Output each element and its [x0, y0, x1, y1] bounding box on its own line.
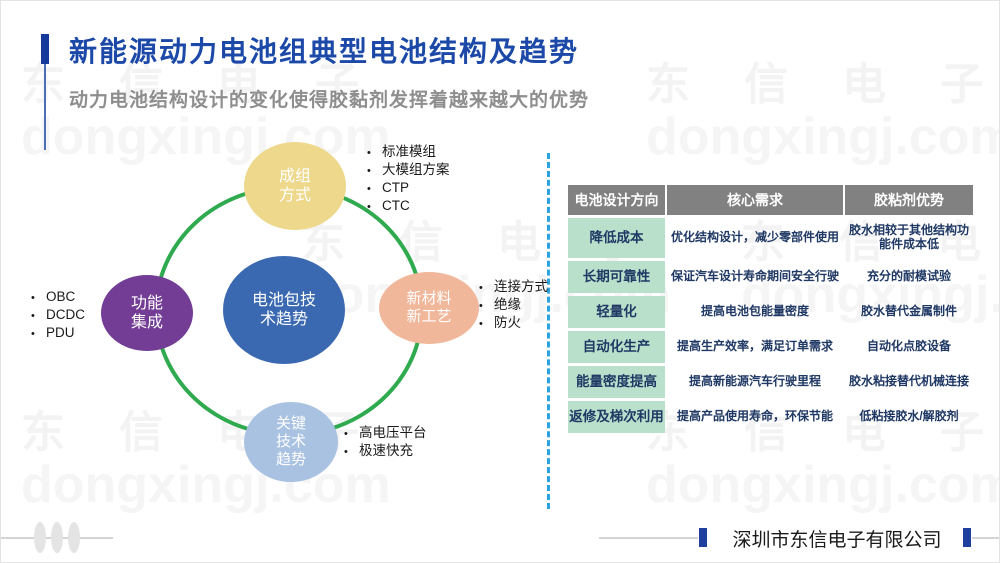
watermark-domain: dongxingj.com [646, 108, 1000, 166]
list-item-label: 大模组方案 [382, 162, 450, 177]
bullet-icon: • [31, 310, 35, 322]
list-item: • CTC [367, 198, 450, 215]
bullet-icon: • [367, 165, 371, 177]
page-title: 新能源动力电池组典型电池结构及趋势 [69, 36, 580, 67]
company-name: 深圳市东信电子有限公司 [732, 530, 942, 551]
list-item-label: 极速快充 [359, 443, 413, 458]
table-cell: 充分的耐模试验 [866, 269, 951, 284]
bullet-icon: • [344, 446, 348, 458]
adhesive-advantage-table: 电池设计方向 核心需求 胶粘剂优势 降低成本 优化结构设计，减少零部件使用 胶水… [568, 185, 973, 433]
footer-line-right [972, 537, 999, 539]
list-item-label: CTP [382, 180, 409, 195]
bullet-list-grouping: • 标准模组 • 大模组方案 • CTP • CTC [367, 144, 450, 215]
node-new-materials-process: 新材料 新工艺 [379, 272, 479, 344]
bullet-list-function: • OBC • DCDC • PDU [31, 289, 85, 342]
watermark-domain: dongxingj.com [21, 456, 391, 514]
table-cell: 提高新能源汽车行驶里程 [688, 374, 821, 389]
footer-ellipse-decoration [34, 522, 46, 553]
node-battery-pack-tech-trend: 电池包技 术趋势 [223, 256, 345, 364]
table-cell: 自动化点胶设备 [866, 339, 951, 354]
list-item-label: 高电压平台 [359, 425, 427, 440]
node-function-integration: 功能 集成 [101, 275, 193, 351]
table-header-adhesive-advantage: 胶粘剂优势 [845, 185, 973, 215]
table-cell: 胶水替代金属制件 [860, 304, 957, 319]
list-item-label: PDU [46, 325, 75, 340]
list-item-label: 标准模组 [382, 144, 436, 159]
watermark-domain: dongxingj.com [646, 456, 1000, 514]
table-cell: 保证汽车设计寿命期间安全行驶 [670, 269, 839, 284]
table-row-label: 自动化生产 [568, 331, 665, 363]
list-item: • 防火 [479, 315, 548, 332]
bullet-icon: • [344, 428, 348, 440]
bullet-icon: • [479, 318, 483, 330]
table-row-label: 返修及梯次利用 [568, 401, 665, 433]
list-item-label: CTC [382, 198, 410, 213]
footer-ellipse-decoration [68, 522, 80, 553]
list-item: • 高电压平台 [344, 425, 427, 442]
bullet-icon: • [479, 282, 483, 294]
table-cell: 优化结构设计，减少零部件使用 [670, 230, 839, 245]
bullet-icon: • [367, 147, 371, 159]
list-item: • PDU [31, 325, 85, 342]
list-item: • 连接方式 [479, 279, 548, 296]
list-item: • OBC [31, 289, 85, 306]
table-cell: 提高产品使用寿命，环保节能 [676, 409, 833, 424]
title-accent-bar [41, 34, 49, 64]
bullet-icon: • [367, 183, 371, 195]
list-item: • 大模组方案 [367, 162, 450, 179]
table-cell: 提高生产效率，满足订单需求 [676, 339, 833, 354]
node-grouping-method: 成组 方式 [244, 142, 346, 230]
footer-blue-rect-left [699, 528, 707, 547]
bullet-icon: • [367, 201, 371, 213]
watermark-domain: dongxingj.com [21, 108, 391, 166]
table-row-label: 长期可靠性 [568, 261, 665, 293]
list-item: • 极速快充 [344, 443, 427, 460]
table-header-design-direction: 电池设计方向 [568, 185, 665, 215]
list-item-label: DCDC [46, 307, 85, 322]
bullet-icon: • [31, 328, 35, 340]
bullet-icon: • [31, 292, 35, 304]
table-row-label: 能量密度提高 [568, 366, 665, 398]
watermark-cn: 东信电子 [646, 60, 1000, 109]
footer-ellipse-decoration [51, 522, 63, 553]
table-row-label: 轻量化 [568, 296, 665, 328]
bullet-icon: • [479, 300, 483, 312]
bullet-list-materials: • 连接方式 • 绝缘 • 防火 [479, 279, 548, 332]
table-cell: 胶水相较于其他结构功能件成本低 [848, 223, 969, 251]
list-item-label: 绝缘 [494, 297, 521, 312]
node-key-tech-trend: 关键 技术 趋势 [244, 402, 338, 482]
bullet-list-key-tech: • 高电压平台 • 极速快充 [344, 425, 427, 460]
page-subtitle: 动力电池结构设计的变化使得胶黏剂发挥着越来越大的优势 [69, 90, 590, 111]
table-row-label: 降低成本 [568, 218, 665, 258]
list-item: • CTP [367, 180, 450, 197]
list-item-label: OBC [46, 289, 76, 304]
table-cell: 提高电池包能量密度 [700, 304, 809, 319]
list-item: • 标准模组 [367, 144, 450, 161]
footer-line-middle [599, 537, 698, 539]
list-item: • DCDC [31, 307, 85, 324]
dashed-divider-line [547, 153, 550, 509]
table-cell: 胶水粘接替代机械连接 [848, 374, 969, 389]
footer-blue-rect-right [963, 528, 971, 547]
table-header-core-need: 核心需求 [667, 185, 843, 215]
list-item-label: 防火 [494, 315, 521, 330]
table-cell: 低粘接胶水/解胶剂 [859, 409, 959, 424]
list-item: • 绝缘 [479, 297, 548, 314]
list-item-label: 连接方式 [494, 279, 548, 294]
title-accent-line [44, 64, 46, 150]
